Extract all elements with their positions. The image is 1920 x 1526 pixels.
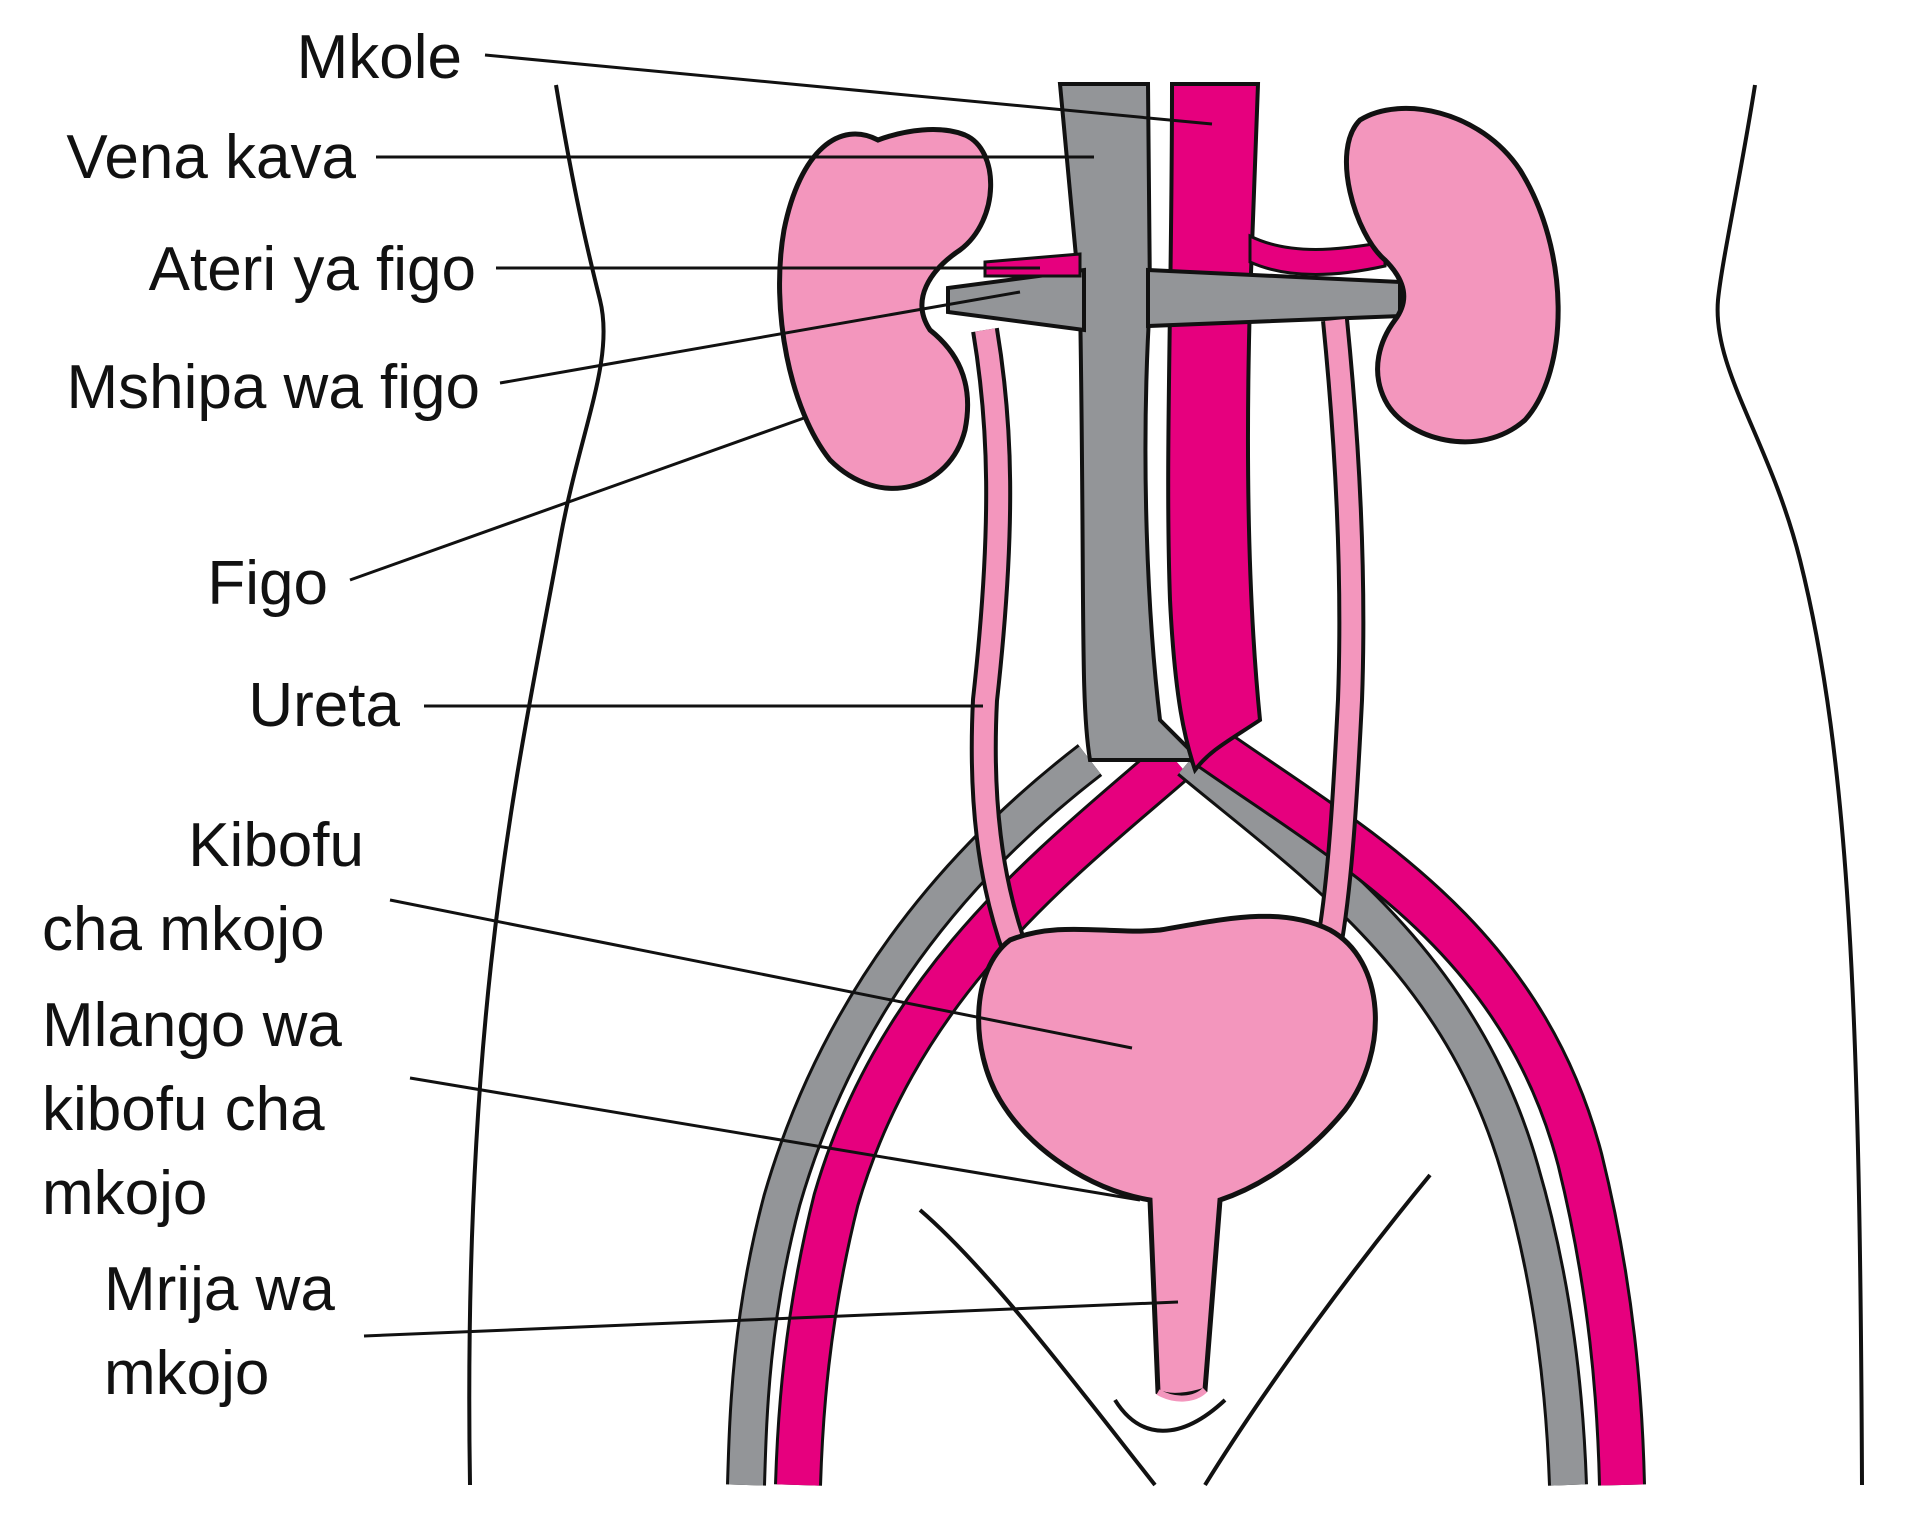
leader-mshipa-wa-figo	[499, 290, 1021, 385]
label-mkole: Mkole	[296, 23, 462, 92]
body-outline-left	[467, 84, 606, 1486]
groin-curve	[1113, 1398, 1227, 1433]
label-mlango-line2: kibofu cha	[42, 1075, 325, 1144]
ureter-left-fill	[973, 328, 1025, 954]
body-outline-right	[1715, 84, 1864, 1486]
label-mlango-line1: Mlango wa	[42, 991, 342, 1060]
aorta	[1166, 82, 1263, 775]
leader-lines	[349, 53, 1213, 1338]
label-kibofu-line2: cha mkojo	[42, 895, 325, 964]
leader-figo	[349, 416, 805, 582]
body-outline	[467, 84, 1864, 1487]
label-mshipa-wa-figo: Mshipa wa figo	[66, 353, 480, 422]
left-iliac-artery-fill	[777, 744, 1189, 1486]
leader-mlango	[409, 1076, 1141, 1202]
leader-mrija	[363, 1300, 1179, 1338]
renal-vein-right	[1146, 267, 1402, 329]
urethra-tip	[1156, 1387, 1208, 1402]
label-kibofu-line1: Kibofu	[188, 811, 364, 880]
kidney-left	[777, 127, 994, 491]
renal-artery-left	[983, 252, 1082, 278]
label-mrija-line1: Mrija wa	[104, 1255, 335, 1324]
ureter-right-fill	[1320, 319, 1362, 942]
inner-thigh-right	[1203, 1173, 1432, 1487]
right-iliac-vein-fill	[1179, 746, 1585, 1486]
right-iliac-artery-fill	[1187, 722, 1643, 1486]
label-ureta: Ureta	[248, 671, 400, 740]
leader-kibofu	[389, 898, 1133, 1050]
inner-thigh-left	[918, 1208, 1157, 1487]
label-vena-kava: Vena kava	[66, 123, 356, 192]
kidney-right	[1344, 106, 1561, 445]
label-mrija-line2: mkojo	[104, 1339, 270, 1408]
renal-artery-right	[1248, 233, 1387, 276]
label-mlango-line3: mkojo	[42, 1159, 208, 1228]
leader-mkole	[484, 53, 1213, 126]
label-ateri-ya-figo: Ateri ya figo	[148, 235, 476, 304]
label-figo: Figo	[207, 549, 328, 618]
